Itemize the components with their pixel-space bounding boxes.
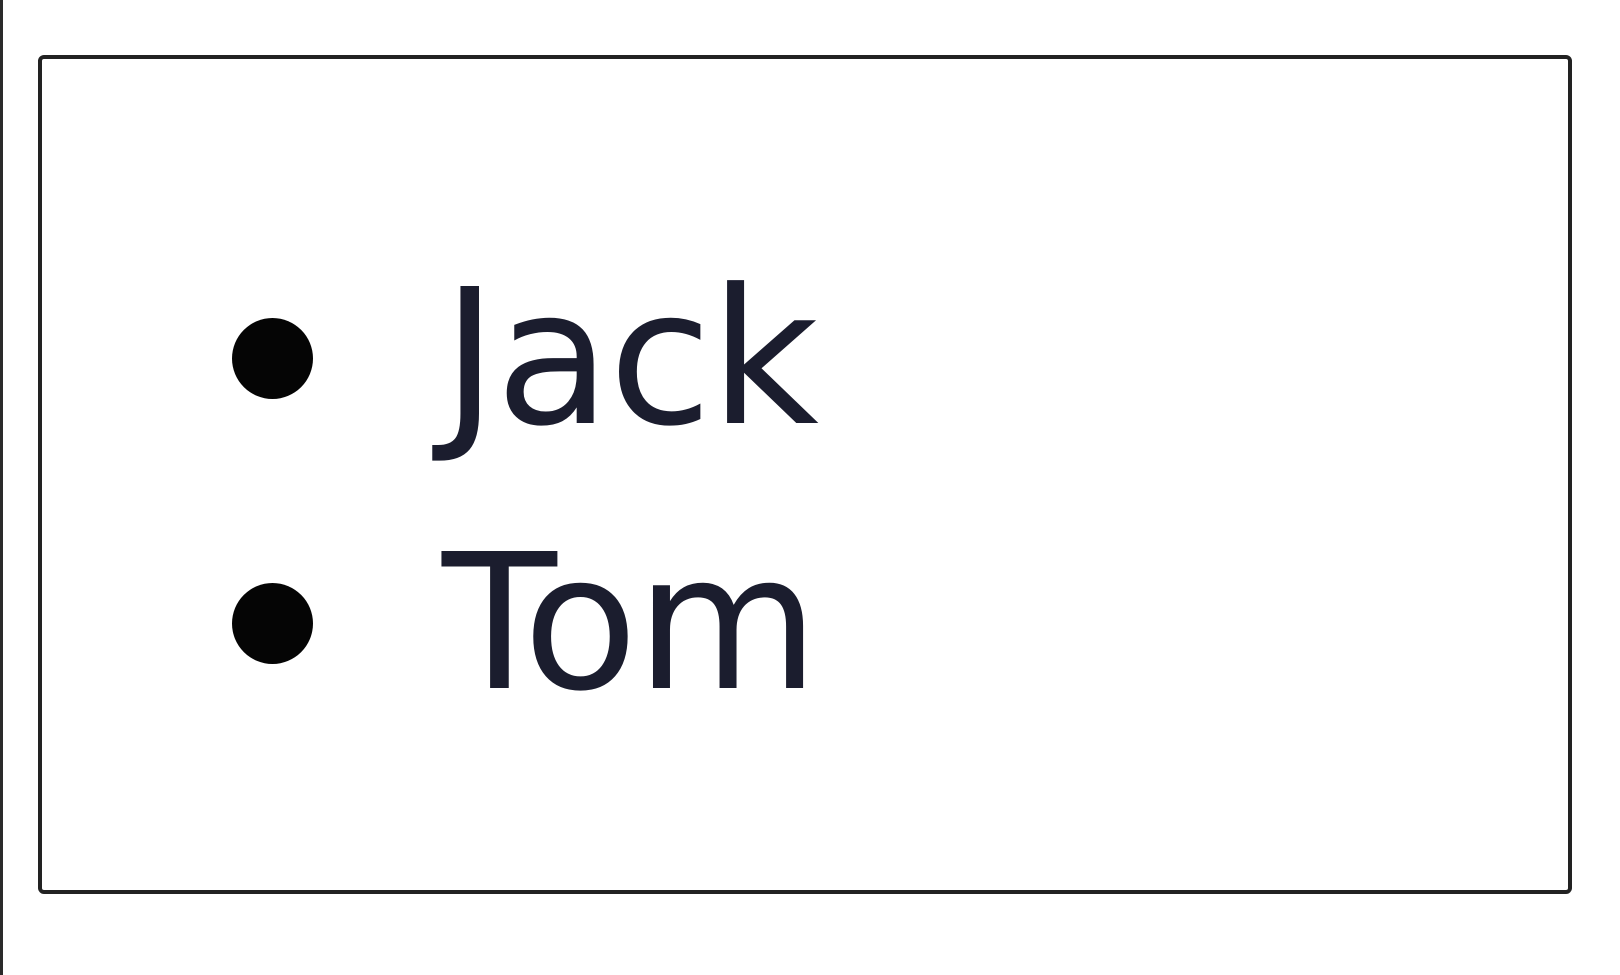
bullet-icon (232, 583, 313, 664)
bullet-icon (232, 318, 313, 399)
list-box: Jack Tom (38, 55, 1572, 894)
list-item-jack: Jack (42, 259, 942, 459)
list-item-label: Jack (442, 249, 819, 468)
left-edge-line (0, 0, 3, 975)
list-item-tom: Tom (42, 524, 942, 724)
list-item-label: Tom (442, 514, 819, 733)
